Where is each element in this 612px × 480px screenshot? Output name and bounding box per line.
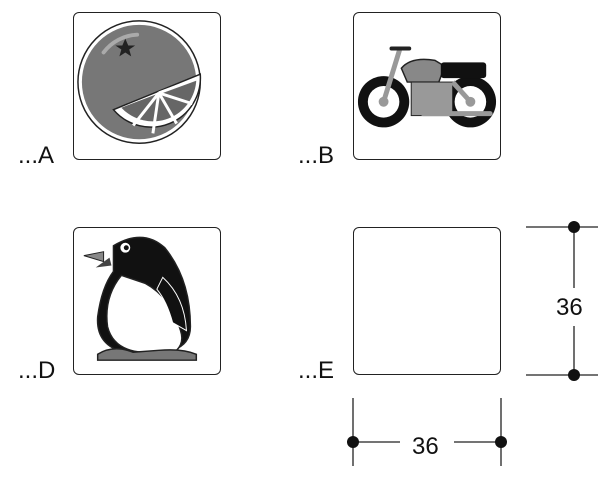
tile-a: [73, 12, 221, 160]
motorcycle-icon: [357, 46, 497, 128]
dimension-endpoint: [495, 436, 507, 448]
width-dimension-label: 36: [412, 433, 439, 460]
tile-d-label: ...D: [18, 357, 56, 384]
tile-a-label: ...A: [18, 142, 55, 169]
tile-b-label: ...B: [298, 142, 335, 169]
dimension-endpoint: [568, 369, 580, 381]
penguin-icon: [83, 236, 198, 361]
dimension-endpoint: [568, 221, 580, 233]
tile-e: [353, 227, 501, 375]
height-dimension-label: 36: [556, 294, 583, 321]
orange-slice-icon: [77, 20, 202, 144]
tile-e-label: ...E: [298, 357, 335, 384]
tile-d: [73, 227, 221, 375]
dimension-endpoint: [347, 436, 359, 448]
tile-b: [353, 12, 501, 160]
